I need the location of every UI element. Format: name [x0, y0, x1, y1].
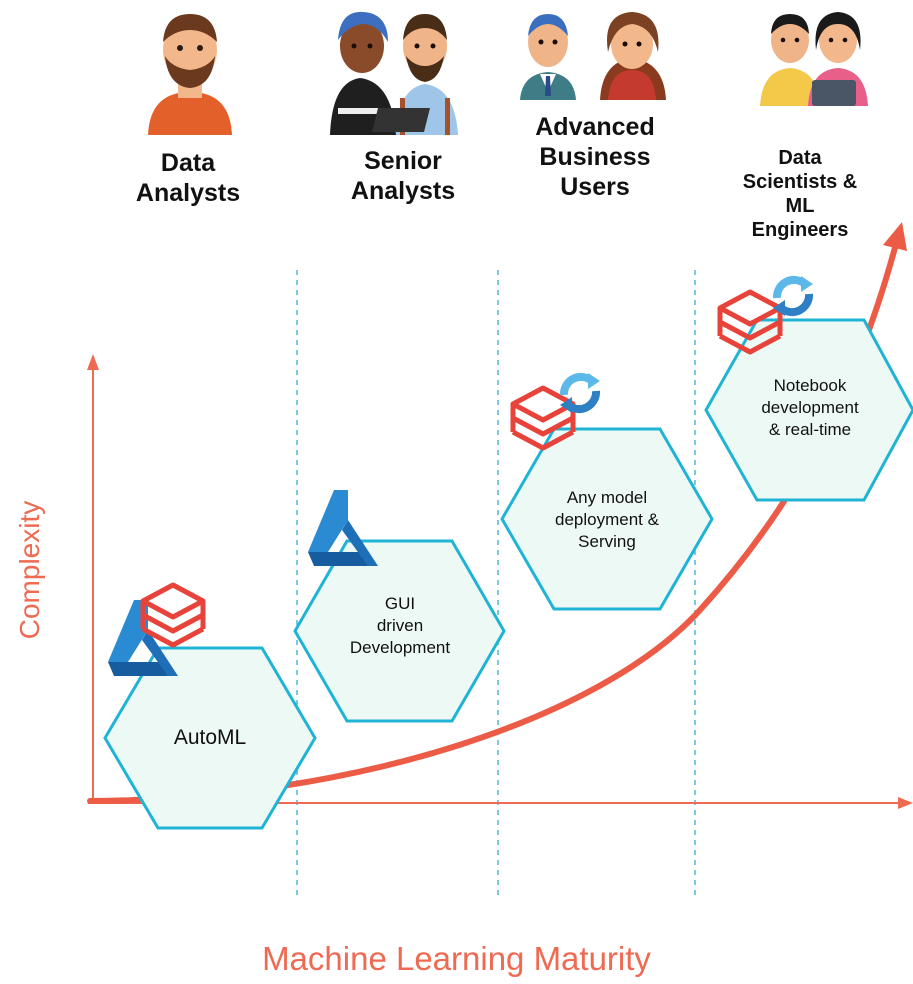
stage-label-any-model-deployment: Any model deployment & Serving [555, 488, 659, 552]
two-people-icon [330, 11, 458, 135]
stage-hexagons [103, 318, 913, 830]
business-people-icon [520, 12, 666, 100]
persona-label-data-scientists: Data Scientists & ML Engineers [742, 147, 858, 241]
persona-label-advanced-business-users: Advanced Business Users [535, 113, 655, 201]
hexagon-gui [293, 539, 506, 723]
y-axis-label: Complexity [14, 500, 45, 640]
azure-ml-icon [308, 490, 378, 566]
refresh-icon [773, 276, 813, 316]
y-axis [87, 354, 99, 803]
refresh-icon [560, 373, 600, 413]
people-with-tablet-icon [760, 12, 868, 106]
stage-label-automl: AutoML [173, 726, 247, 749]
stage-label-notebook-development: Notebook development & real-time [761, 376, 859, 440]
persona-label-data-analysts: Data Analysts [135, 149, 241, 207]
stage-label-gui-driven-development: GUI driven Development [349, 594, 451, 658]
stage-dividers [296, 270, 696, 900]
persona-label-senior-analysts: Senior Analysts [350, 147, 456, 205]
databricks-icon [513, 388, 573, 448]
databricks-icon [143, 585, 203, 645]
person-bearded-icon [148, 14, 232, 135]
x-axis-label: Machine Learning Maturity [262, 940, 651, 977]
